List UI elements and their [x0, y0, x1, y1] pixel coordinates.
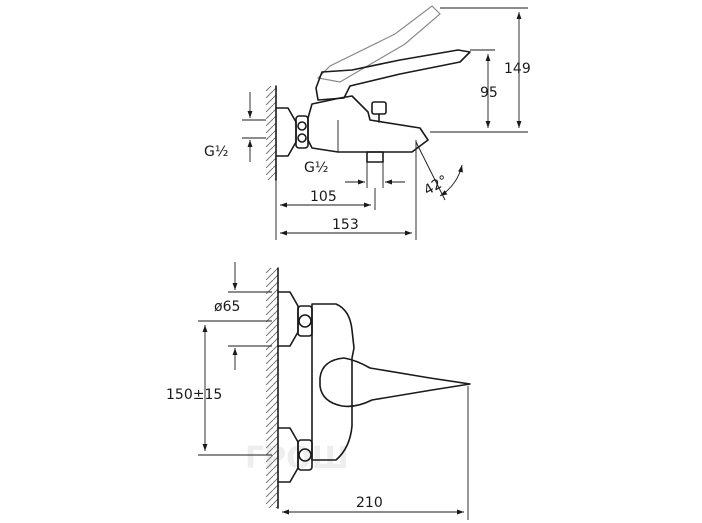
- nut-detail-top: [297, 121, 307, 131]
- dim-label-153: 153: [332, 217, 359, 233]
- lever-handle-side: [315, 49, 471, 101]
- nut-detail-front-bottom: [298, 448, 312, 462]
- dim-label-210: 210: [356, 495, 383, 511]
- union-nut-front-top: [297, 305, 313, 337]
- lever-handle-front: [319, 357, 471, 408]
- nut-detail-front-top: [298, 314, 312, 328]
- wall-hatch-side: [266, 86, 276, 180]
- dim-label-g12-inlet: G½: [204, 144, 228, 160]
- dim-label-42: 42°: [421, 173, 451, 199]
- dim-label-150: 150±15: [166, 387, 222, 403]
- raised-handle-outline: [316, 5, 441, 83]
- union-nut-side: [295, 115, 309, 149]
- dim-label-105: 105: [310, 189, 337, 205]
- escutcheon-front-top: [277, 291, 299, 347]
- nut-detail-bottom: [297, 133, 307, 143]
- shower-outlet: [366, 151, 384, 163]
- escutcheon-side: [275, 107, 297, 157]
- dim-label-d65: ø65: [214, 299, 240, 315]
- mixer-body-front: [311, 303, 355, 461]
- dim-label-95: 95: [480, 85, 498, 101]
- wall-hatch-front: [266, 268, 278, 508]
- side-view: 149 95 G½ G½ 105 153 42°: [204, 5, 531, 240]
- dim-label-g12-spout: G½: [304, 160, 328, 176]
- front-view: ø65 150±15 210: [166, 262, 471, 520]
- dim-label-149: 149: [504, 61, 531, 77]
- angle-arc-42: [439, 164, 463, 197]
- diverter-knob: [371, 101, 387, 115]
- mixer-body-side: [307, 95, 429, 153]
